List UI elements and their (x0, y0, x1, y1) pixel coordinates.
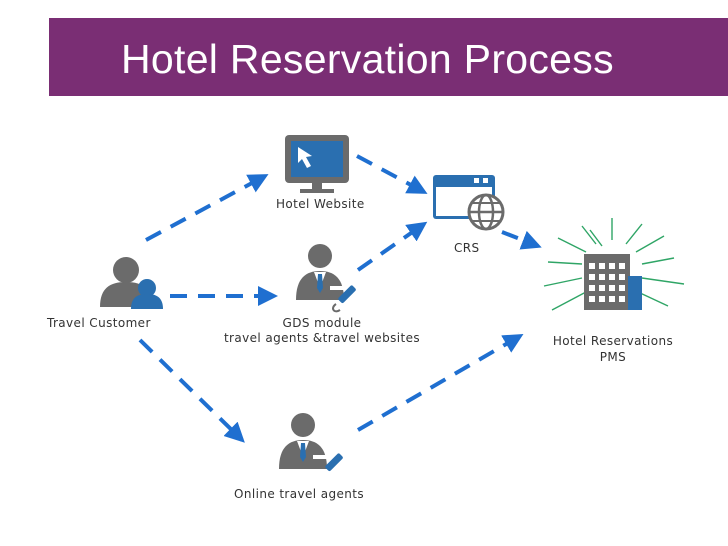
arrow-ota-to-pms (356, 333, 524, 432)
arrow-customer-to-ota (138, 338, 245, 443)
title-bar: Hotel Reservation Process (49, 18, 728, 96)
arrow-customer-to-website (145, 174, 269, 242)
customer-icon (100, 257, 163, 309)
monitor-icon (285, 135, 349, 193)
gds-module-label: GDS module (282, 316, 362, 330)
agent-icon (296, 244, 356, 313)
crs-label: CRS (454, 241, 480, 255)
arrow-website-to-crs (356, 154, 428, 194)
online-travel-agents-label: Online travel agents (234, 487, 365, 501)
hotel-pms-sublabel: PMS (599, 350, 627, 364)
gds-module-sublabel: travel agents &travel websites (223, 331, 421, 345)
hotel-website-label: Hotel Website (276, 197, 365, 211)
flow-arrows (138, 154, 542, 443)
hotel-pms-label: Hotel Reservations (552, 334, 674, 348)
hotel-building-icon (543, 218, 685, 311)
arrow-crs-to-pms (501, 230, 542, 250)
web-globe-icon (433, 175, 505, 231)
arrow-gds-to-crs (356, 221, 428, 272)
page-title: Hotel Reservation Process (121, 36, 614, 82)
travel-customer-label: Travel Customer (47, 316, 151, 330)
agent-icon (279, 413, 343, 471)
